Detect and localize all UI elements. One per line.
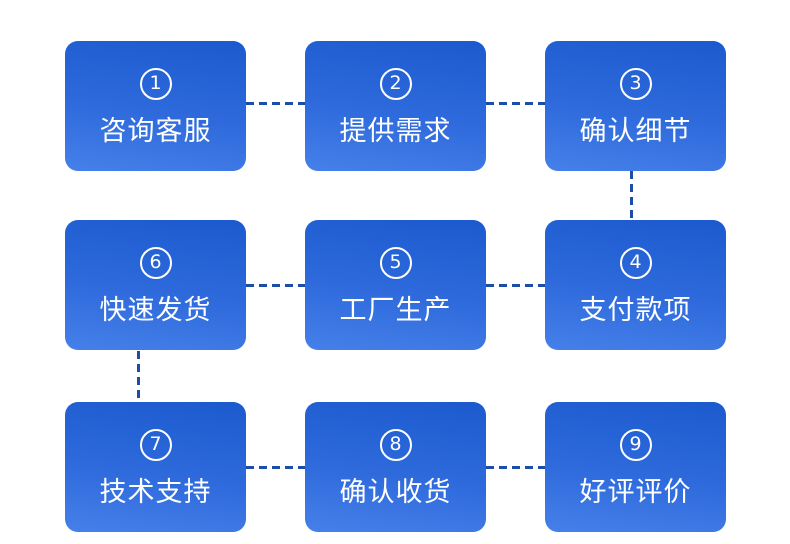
step-2-label: 提供需求	[339, 115, 452, 147]
step-8-number-badge: 8	[379, 428, 412, 461]
step-9-label: 好评评价	[579, 476, 692, 508]
flow-step-5-production: 5 工厂生产	[305, 220, 486, 350]
flow-step-8-receipt: 8 确认收货	[305, 402, 486, 532]
flow-step-1-consult: 1 咨询客服	[65, 41, 246, 171]
flow-step-2-requirements: 2 提供需求	[305, 41, 486, 171]
connector-step7-step8	[246, 466, 305, 469]
step-5-label: 工厂生产	[339, 294, 452, 326]
flow-step-7-support: 7 技术支持	[65, 402, 246, 532]
connector-step3-step4	[630, 171, 633, 220]
step-5-number-badge: 5	[379, 246, 412, 279]
step-6-label: 快速发货	[99, 294, 212, 326]
connector-step1-step2	[246, 102, 305, 105]
connector-step8-step9	[486, 466, 545, 469]
flow-step-9-review: 9 好评评价	[545, 402, 726, 532]
flow-step-3-confirm-details: 3 确认细节	[545, 41, 726, 171]
connector-step5-step6	[246, 284, 305, 287]
step-2-number-badge: 2	[379, 67, 412, 100]
step-7-number-badge: 7	[139, 428, 172, 461]
step-4-label: 支付款项	[579, 294, 692, 326]
flow-step-6-shipping: 6 快速发货	[65, 220, 246, 350]
step-4-number-badge: 4	[619, 246, 652, 279]
step-9-number-badge: 9	[619, 428, 652, 461]
connector-step4-step5	[486, 284, 545, 287]
step-7-label: 技术支持	[99, 476, 212, 508]
flow-step-4-payment: 4 支付款项	[545, 220, 726, 350]
connector-step2-step3	[486, 102, 545, 105]
connector-step6-step7	[137, 351, 140, 402]
step-3-label: 确认细节	[579, 115, 692, 147]
step-3-number-badge: 3	[619, 67, 652, 100]
step-6-number-badge: 6	[139, 246, 172, 279]
step-8-label: 确认收货	[339, 476, 452, 508]
step-1-label: 咨询客服	[99, 115, 212, 147]
step-1-number-badge: 1	[139, 67, 172, 100]
